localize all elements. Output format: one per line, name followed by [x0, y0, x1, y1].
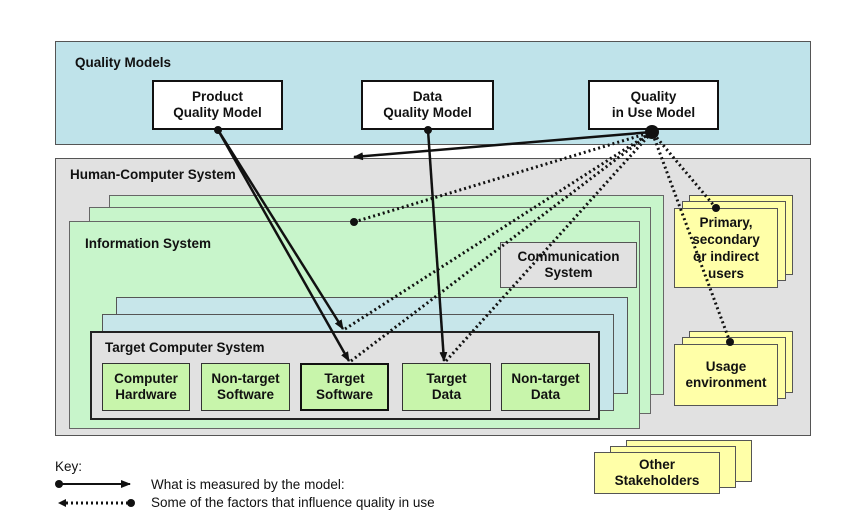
dot-product-origin	[214, 126, 222, 134]
data-quality-model-line2: Quality Model	[383, 105, 472, 120]
influence-target-data	[444, 130, 654, 363]
quality-in-use-model-line2: in Use Model	[611, 105, 696, 120]
influence-usage-environment	[650, 131, 732, 343]
data-quality-model-line1: Data	[412, 89, 443, 104]
target-software-line2: Software	[315, 387, 373, 402]
key-measured-text: What is measured by the model:	[151, 477, 345, 492]
arrow-in-use-to-hcs	[353, 130, 653, 161]
quality-models-title: Quality Models	[75, 55, 172, 70]
influence-arrows	[344, 130, 732, 363]
users-card: Primary, secondary or indirect users	[674, 208, 778, 288]
users-line1: Primary,	[699, 215, 753, 230]
computer-hardware-line1: Computer	[114, 371, 178, 386]
target-data-line1: Target	[426, 371, 467, 386]
users-line4: users	[707, 266, 744, 281]
key-title: Key:	[55, 459, 83, 474]
measured-arrows	[216, 129, 653, 362]
non-target-software-line2: Software	[216, 387, 274, 402]
target-data-line2: Data	[431, 387, 462, 402]
other-stakeholders-line1: Other	[638, 457, 675, 472]
key-dotted-dot	[127, 499, 135, 507]
arrow-product-to-target-software	[216, 129, 351, 362]
key-influence-text: Some of the factors that influence quali…	[151, 495, 435, 510]
dot-users	[712, 204, 720, 212]
product-quality-model-line1: Product	[191, 89, 243, 104]
influence-information-system	[353, 130, 653, 224]
target-software-line1: Target	[324, 371, 365, 386]
usage-environment-line1: Usage	[705, 359, 747, 374]
arrow-data-to-target-data	[426, 129, 448, 362]
product-quality-model-line2: Quality Model	[173, 105, 262, 120]
dot-usage-environment	[726, 338, 734, 346]
users-line2: secondary	[692, 232, 760, 247]
influence-target-computer	[344, 130, 653, 331]
non-target-software-line1: Non-target	[211, 371, 280, 386]
human-computer-system-title: Human-Computer System	[70, 167, 236, 182]
usage-environment-line2: environment	[685, 375, 767, 390]
information-system-title: Information System	[85, 236, 212, 251]
influence-target-software	[350, 130, 653, 363]
users-line3: or indirect	[692, 249, 759, 264]
computer-hardware-line2: Hardware	[115, 387, 177, 402]
influence-users	[650, 131, 718, 209]
quality-in-use-model-line1: Quality	[630, 89, 677, 104]
key-dotted-arrowhead	[58, 499, 66, 507]
communication-system-line2: System	[544, 265, 593, 280]
other-stakeholders-line2: Stakeholders	[614, 473, 700, 488]
key-symbols	[55, 480, 135, 507]
dot-data-origin	[424, 126, 432, 134]
arrow-product-to-target-computer	[216, 129, 345, 330]
influence-origin-dots	[350, 204, 734, 346]
dot-information-system	[350, 218, 358, 226]
non-target-data-line1: Non-target	[511, 371, 580, 386]
target-computer-system-title: Target Computer System	[105, 340, 265, 355]
non-target-data-line2: Data	[530, 387, 561, 402]
